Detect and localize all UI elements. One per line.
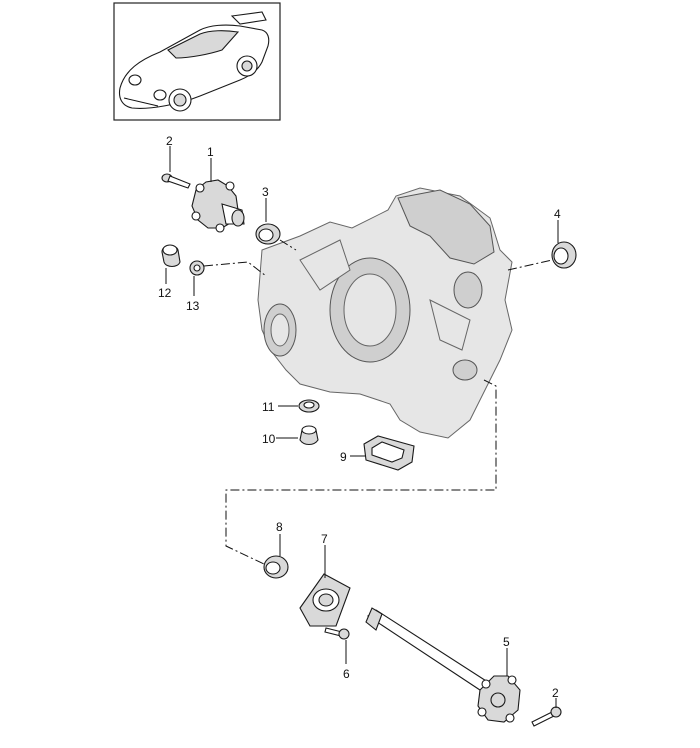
vehicle-thumbnail (113, 2, 281, 121)
callout-4: 4 (554, 207, 561, 221)
part-5-drive-shaft (365, 607, 521, 723)
part-2-bolt-top (161, 173, 191, 189)
part-9-gasket (363, 435, 415, 471)
callout-12: 12 (158, 286, 172, 300)
part-6-bolt (324, 627, 350, 640)
callout-7: 7 (321, 532, 328, 546)
callout-9: 9 (340, 450, 347, 464)
leader-lines (165, 146, 559, 708)
callout-2-top: 2 (166, 134, 173, 148)
callout-3: 3 (262, 185, 269, 199)
part-1-drive-flange (191, 179, 245, 233)
callout-2-bottom: 2 (552, 686, 559, 700)
part-10-plug (299, 425, 319, 446)
part-13-washer (189, 260, 205, 276)
part-7-bearing-flange (299, 573, 351, 627)
part-3-seal-ring (255, 223, 281, 245)
part-4-seal-ring (551, 241, 577, 269)
callout-11: 11 (262, 400, 275, 414)
transmission-housing (257, 187, 513, 439)
callout-6: 6 (343, 667, 350, 681)
callout-5: 5 (503, 635, 510, 649)
callout-8: 8 (276, 520, 283, 534)
part-12-plug (161, 244, 181, 268)
part-2-bolt-bottom (531, 706, 562, 727)
callout-labels: 1 2 3 4 12 13 11 10 9 8 7 6 5 2 (158, 134, 561, 700)
part-11-washer (298, 399, 320, 413)
assembly-lines (203, 239, 553, 565)
callout-13: 13 (186, 299, 200, 313)
callout-1: 1 (207, 145, 214, 159)
callout-10: 10 (262, 432, 276, 446)
part-8-seal-ring (263, 555, 289, 579)
